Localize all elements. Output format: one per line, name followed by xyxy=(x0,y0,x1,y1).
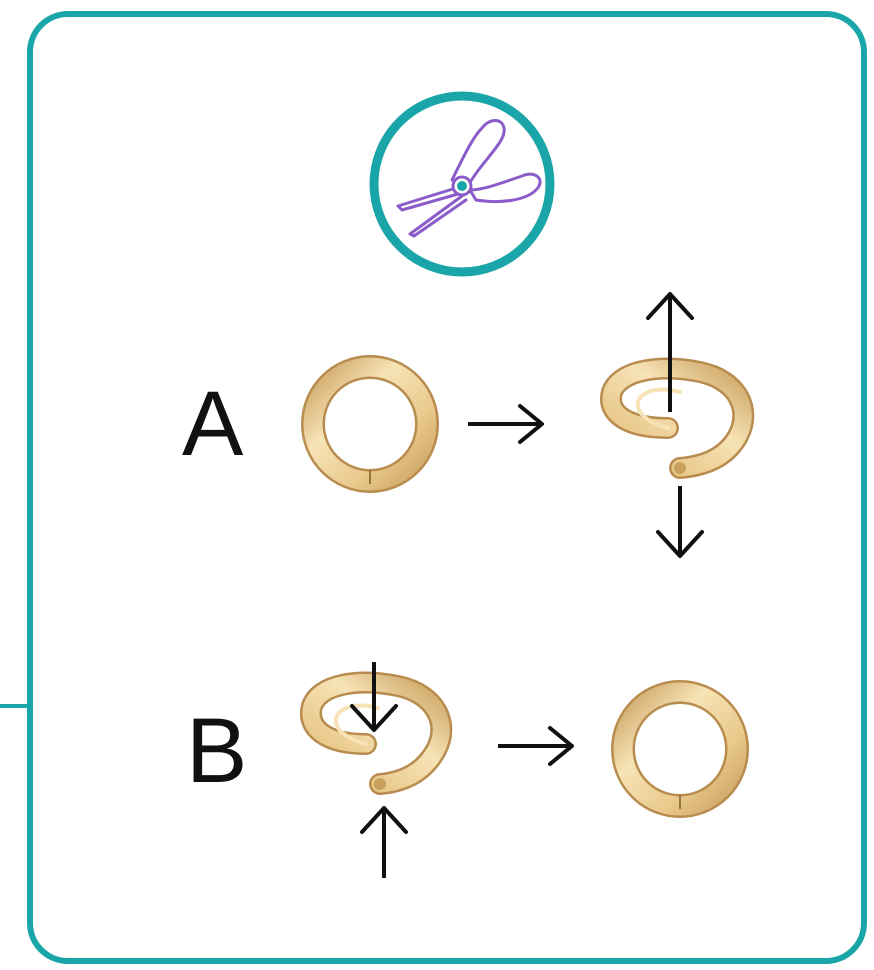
step-a-arrow-right xyxy=(468,404,544,444)
step-a-open-ring xyxy=(600,357,755,479)
step-label-a: A xyxy=(182,373,244,475)
tool-badge xyxy=(369,91,555,277)
step-b-arrow-right xyxy=(498,726,574,766)
step-b-open-ring xyxy=(300,671,453,795)
card-frame xyxy=(27,11,867,964)
step-label-b: B xyxy=(186,700,247,802)
step-b-arrow-down xyxy=(350,662,398,732)
step-a-arrow-up xyxy=(646,292,694,412)
step-b-arrow-up xyxy=(360,806,408,878)
step-a-closed-ring xyxy=(301,355,439,493)
step-a-arrow-down xyxy=(656,486,704,558)
step-b-closed-ring xyxy=(611,680,749,818)
pliers-icon xyxy=(396,119,542,238)
